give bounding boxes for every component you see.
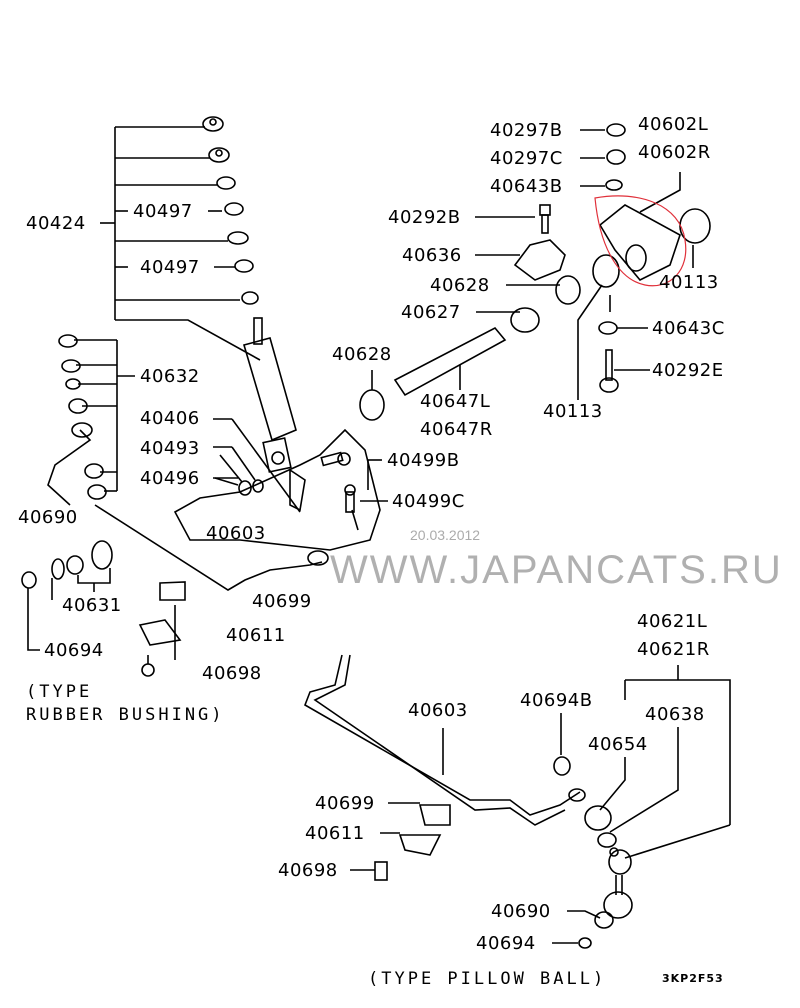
part-label-40499B[interactable]: 40499B <box>387 450 460 471</box>
part-label-40654[interactable]: 40654 <box>588 734 648 755</box>
part-label-40424[interactable]: 40424 <box>26 213 86 234</box>
part-label-40113-b[interactable]: 40113 <box>543 401 603 422</box>
part-label-40690[interactable]: 40690 <box>18 507 78 528</box>
part-label-40621R[interactable]: 40621R <box>637 639 710 660</box>
part-label-40406[interactable]: 40406 <box>140 408 200 429</box>
watermark: WWW.JAPANCATS.RU <box>330 548 783 592</box>
part-label-40603[interactable]: 40603 <box>206 523 266 544</box>
shock-absorber <box>243 317 297 473</box>
part-label-40638[interactable]: 40638 <box>645 704 705 725</box>
watermark-date: 20.03.2012 <box>410 527 481 543</box>
part-label-40297C[interactable]: 40297C <box>490 148 563 169</box>
part-label-40602L[interactable]: 40602L <box>638 114 709 135</box>
part-label-40699[interactable]: 40699 <box>252 591 312 612</box>
part-label-40493[interactable]: 40493 <box>140 438 200 459</box>
part-label-40694[interactable]: 40694 <box>44 640 104 661</box>
part-label-40621L[interactable]: 40621L <box>637 611 708 632</box>
part-label-40496[interactable]: 40496 <box>140 468 200 489</box>
part-label-40636[interactable]: 40636 <box>402 245 462 266</box>
part-label-40297B[interactable]: 40297B <box>490 120 563 141</box>
part-label-40611-b[interactable]: 40611 <box>305 823 365 844</box>
shock-hardware-stack <box>202 116 259 305</box>
caption-pillow-ball: (TYPE PILLOW BALL) <box>368 969 607 989</box>
part-label-40497-b[interactable]: 40497 <box>140 257 200 278</box>
bolts-40499 <box>320 451 388 531</box>
caption-rubber-bushing: (TYPE RUBBER BUSHING) <box>26 682 225 725</box>
part-label-40627[interactable]: 40627 <box>401 302 461 323</box>
part-label-40628[interactable]: 40628 <box>430 275 490 296</box>
part-label-40690-b[interactable]: 40690 <box>491 901 551 922</box>
part-label-40698[interactable]: 40698 <box>202 663 262 684</box>
part-label-40694-b[interactable]: 40694 <box>476 933 536 954</box>
part-label-40497[interactable]: 40497 <box>133 201 193 222</box>
part-label-40628-b[interactable]: 40628 <box>332 344 392 365</box>
steering-link-parts <box>475 123 711 400</box>
highlight-circle <box>594 195 687 287</box>
part-label-40603-b[interactable]: 40603 <box>408 700 468 721</box>
part-label-40694B[interactable]: 40694B <box>520 690 593 711</box>
part-label-40499C[interactable]: 40499C <box>392 491 465 512</box>
bracket-40632 <box>58 334 135 500</box>
stabilizer-bar-pillow <box>304 654 731 949</box>
part-label-40643B[interactable]: 40643B <box>490 176 563 197</box>
part-label-40699-b[interactable]: 40699 <box>315 793 375 814</box>
part-label-40113[interactable]: 40113 <box>659 272 719 293</box>
part-label-40602R[interactable]: 40602R <box>638 142 711 163</box>
part-label-40647L[interactable]: 40647L <box>420 391 491 412</box>
part-label-40643C[interactable]: 40643C <box>652 318 725 339</box>
part-label-40632[interactable]: 40632 <box>140 366 200 387</box>
part-label-40292E[interactable]: 40292E <box>652 360 724 381</box>
part-label-40647R[interactable]: 40647R <box>420 419 493 440</box>
part-label-40698-b[interactable]: 40698 <box>278 860 338 881</box>
part-label-40292B[interactable]: 40292B <box>388 207 461 228</box>
bracket-40424 <box>100 126 261 361</box>
stabilizer-bar-rubber <box>21 422 329 677</box>
part-label-40631[interactable]: 40631 <box>62 595 122 616</box>
diagram-code: 3KP2F53 <box>662 972 724 985</box>
frame-member <box>173 418 381 551</box>
part-label-40611[interactable]: 40611 <box>226 625 286 646</box>
tie-rod <box>359 326 507 421</box>
